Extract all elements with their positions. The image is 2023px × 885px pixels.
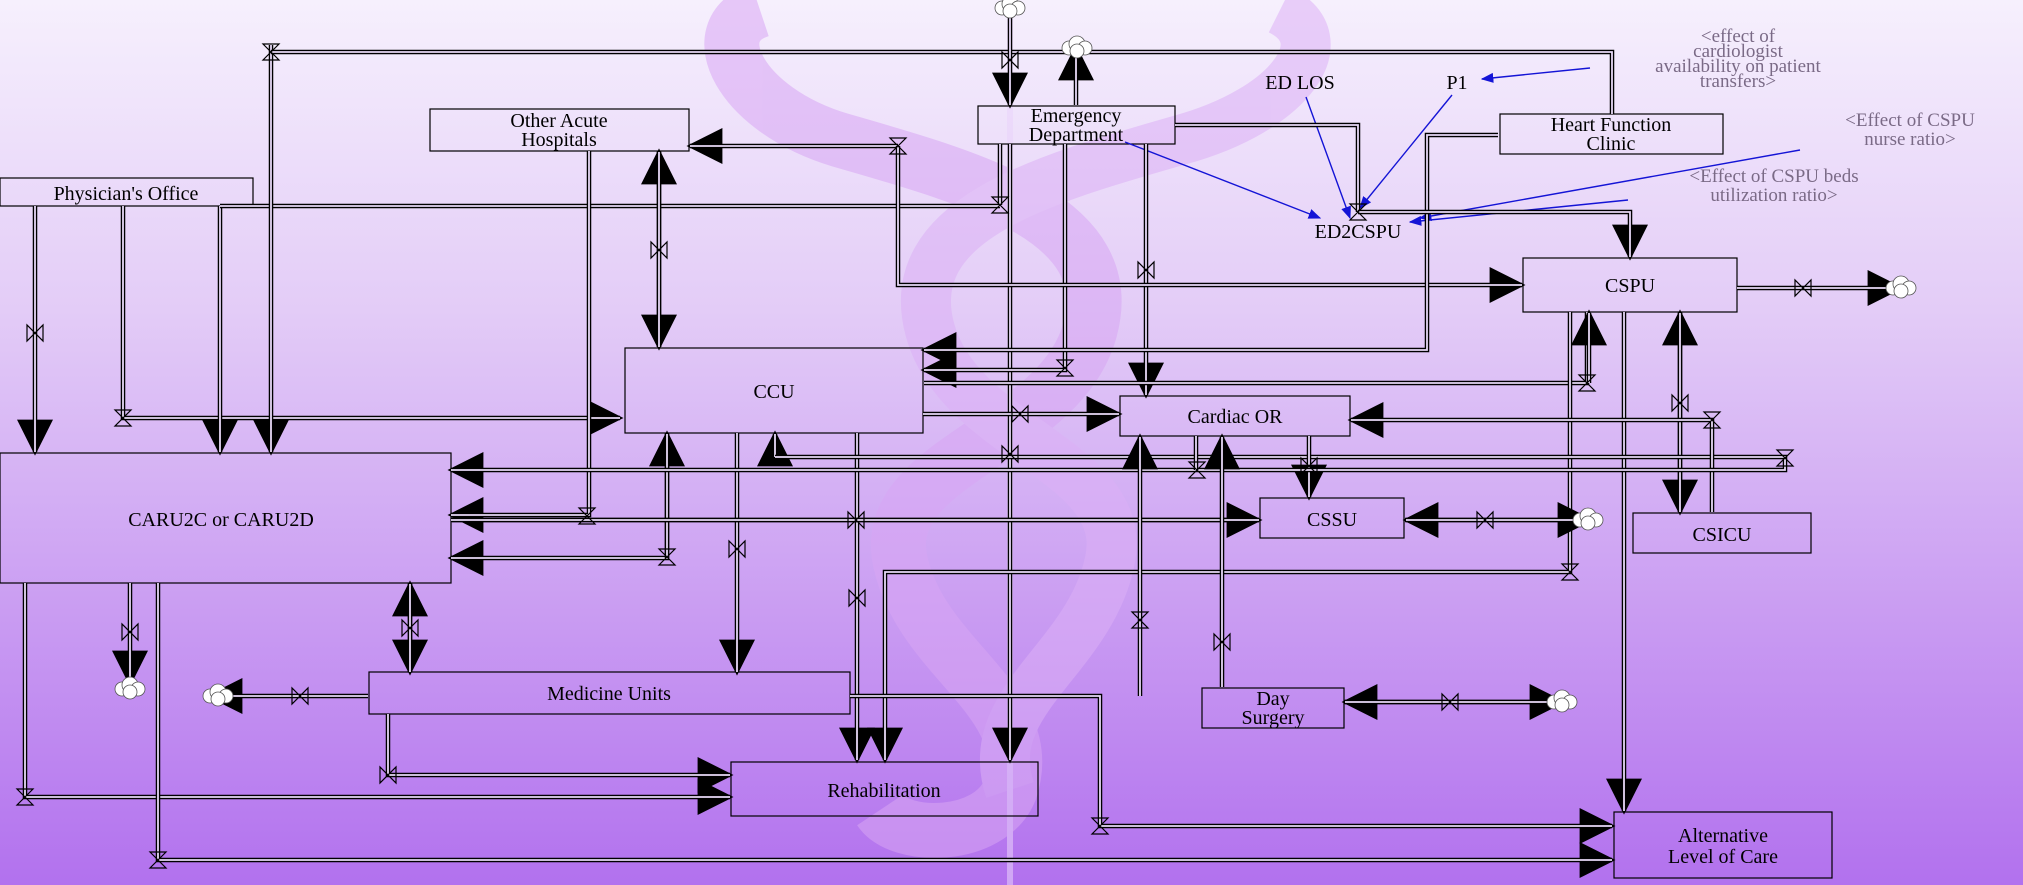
- caduceus-watermark: [732, 0, 1306, 885]
- shadow-variable-beds-ratio: <Effect of CSPU beds utilization ratio>: [1689, 166, 1858, 206]
- variable-p1: P1: [1446, 72, 1467, 94]
- flow-pipe-line: [451, 433, 667, 558]
- stock-other-acute-label-2: Hospitals: [521, 129, 597, 151]
- stock-physicians-office: Physician's Office: [0, 178, 253, 206]
- stock-caru2c-or-caru2d: CARU2C or CARU2D: [0, 453, 451, 583]
- stock-csicu: CSICU: [1633, 513, 1811, 553]
- flow-pipe-line: [1351, 420, 1712, 512]
- cloud-icon: [1573, 508, 1603, 530]
- cloud-icon: [995, 0, 1025, 18]
- flow-pipe-line: [924, 312, 1587, 383]
- flow-pipe-line: [924, 312, 1587, 383]
- flow-pipe-line: [388, 714, 730, 775]
- stock-other-acute-hospitals: Other Acute Hospitals: [430, 109, 689, 151]
- stock-physicians-office-label: Physician's Office: [54, 183, 199, 205]
- cloud-icon: [115, 677, 145, 699]
- shadow-beds-ratio-line-2: utilization ratio>: [1710, 185, 1837, 206]
- stock-emergency-label-2: Department: [1029, 124, 1124, 146]
- stock-cssu: CSSU: [1260, 498, 1404, 538]
- shadow-nurse-ratio-line-1: <Effect of CSPU: [1845, 110, 1975, 131]
- cloud-icon: [1886, 276, 1916, 298]
- stock-cspu-label: CSPU: [1605, 275, 1656, 297]
- stock-rehabilitation-label: Rehabilitation: [827, 780, 940, 802]
- stock-day-surgery-label-2: Surgery: [1242, 707, 1305, 729]
- shadow-variable-nurse-ratio: <Effect of CSPU nurse ratio>: [1845, 110, 1975, 150]
- variable-p1-label: P1: [1446, 72, 1467, 94]
- flow-pipe-line: [388, 714, 730, 775]
- shadow-variable-cardiologist: <effect of cardiologist availability on …: [1655, 26, 1821, 92]
- stock-medicine-units-label: Medicine Units: [547, 683, 671, 705]
- flow-pipe-line: [271, 52, 1612, 114]
- flow-pipe-line: [123, 206, 620, 418]
- source-sink-clouds: [115, 0, 1916, 712]
- cloud-icon: [203, 684, 233, 706]
- flow-pipe-line: [775, 457, 1785, 458]
- stock-cardiac-or-label: Cardiac OR: [1188, 406, 1284, 428]
- shadow-beds-ratio-line-1: <Effect of CSPU beds: [1689, 166, 1858, 187]
- flow-pipe-line: [1351, 420, 1712, 512]
- variable-ed-los: ED LOS: [1265, 72, 1334, 94]
- flow-pipe-line: [451, 458, 1785, 470]
- stock-alc-label-1: Alternative: [1678, 825, 1768, 847]
- variable-ed2cspu-label: ED2CSPU: [1315, 221, 1402, 243]
- stock-csicu-label: CSICU: [1693, 524, 1752, 546]
- flow-pipe-line: [271, 52, 1612, 114]
- shadow-cardiologist-line-4: transfers>: [1700, 71, 1776, 92]
- stock-caru-label: CARU2C or CARU2D: [128, 509, 314, 531]
- stock-cardiac-or: Cardiac OR: [1120, 396, 1350, 436]
- stock-heart-function-clinic: Heart Function Clinic: [1500, 114, 1723, 155]
- variable-ed2cspu: ED2CSPU: [1315, 221, 1402, 243]
- cloud-icon: [1062, 36, 1092, 58]
- flow-pipe-line: [123, 206, 620, 418]
- shadow-nurse-ratio-line-2: nurse ratio>: [1864, 129, 1955, 150]
- stock-ccu: CCU: [625, 348, 923, 433]
- stock-heart-function-label-2: Clinic: [1587, 133, 1636, 155]
- variable-ed-los-label: ED LOS: [1265, 72, 1334, 94]
- stock-ccu-label: CCU: [753, 381, 795, 403]
- stock-day-surgery: Day Surgery: [1202, 688, 1344, 729]
- stock-medicine-units: Medicine Units: [369, 672, 850, 714]
- flow-pipe-line: [451, 433, 667, 558]
- stock-cssu-label: CSSU: [1307, 509, 1358, 531]
- stock-alternative-level-of-care: Alternative Level of Care: [1614, 812, 1832, 878]
- stock-cspu: CSPU: [1523, 258, 1737, 312]
- cloud-icon: [1547, 690, 1577, 712]
- stock-alc-label-2: Level of Care: [1668, 846, 1778, 868]
